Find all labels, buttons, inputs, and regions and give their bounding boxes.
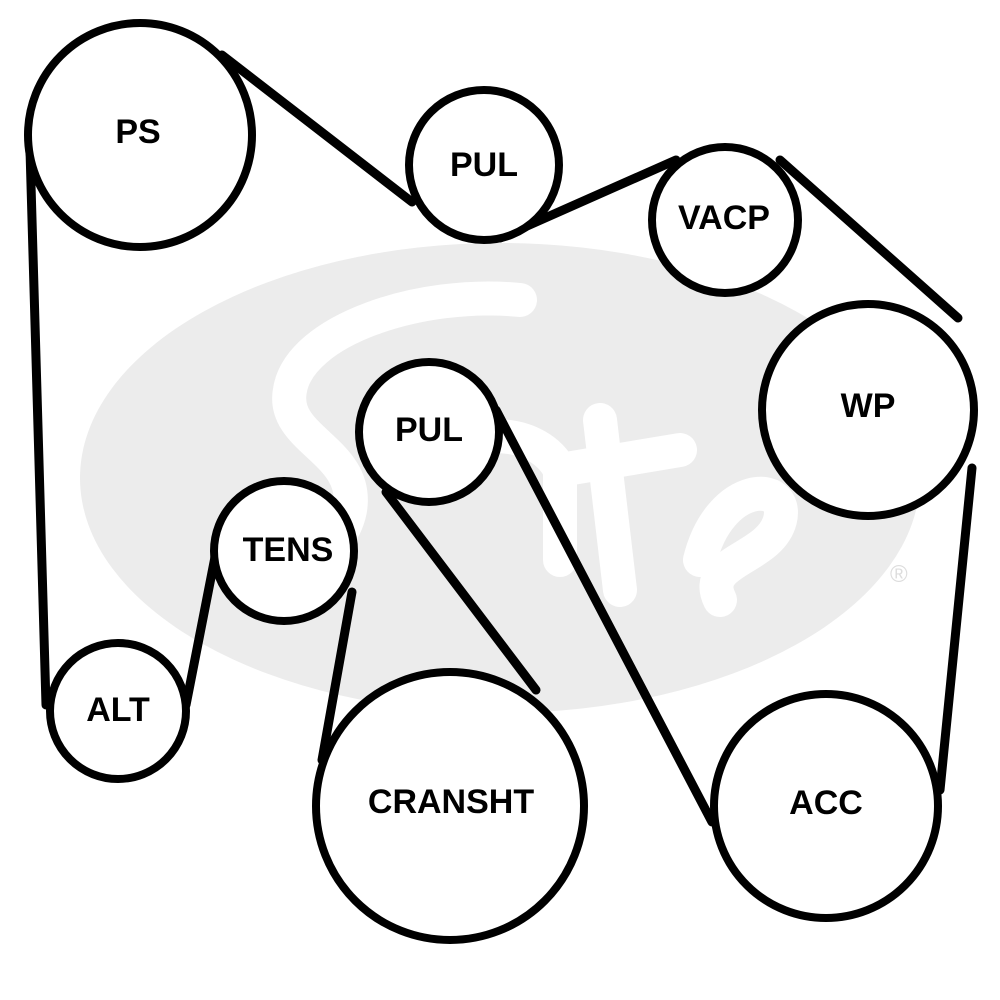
- pulley-vacp: VACP: [648, 143, 802, 297]
- pulley-wp-label: WP: [841, 387, 896, 425]
- belt-segment-wp-to-acc: [935, 463, 977, 795]
- pulley-pul-mid-circle: [355, 358, 503, 506]
- pulley-acc-circle: [710, 690, 942, 922]
- pulley-wp: WP: [758, 300, 978, 520]
- pulley-acc: ACC: [710, 690, 942, 922]
- pulley-cransht-circle: [312, 668, 588, 944]
- pulley-pul-mid-label: PUL: [395, 411, 463, 449]
- pulley-tens-circle: [210, 477, 358, 625]
- pulley-cransht: CRANSHT: [312, 668, 588, 944]
- belt-segment-vacp-to-wp: [775, 155, 963, 323]
- pulley-alt-label: ALT: [86, 691, 150, 729]
- pulley-vacp-circle: [648, 143, 802, 297]
- pulley-cransht-label: CRANSHT: [368, 783, 534, 821]
- pulley-pul-top-label: PUL: [450, 146, 518, 184]
- belt-segment-alt-to-ps: [25, 145, 51, 710]
- pulley-alt-circle: [46, 639, 190, 783]
- belt-segment-ps-to-pul-top: [217, 50, 417, 207]
- registered-mark: ®: [890, 561, 908, 588]
- pulley-wp-circle: [758, 300, 978, 520]
- belt: [25, 50, 977, 827]
- pulley-tens: TENS: [210, 477, 358, 625]
- pulley-vacp-label: VACP: [678, 199, 770, 237]
- belt-segment-acc-to-pul-mid: [491, 405, 717, 827]
- belt-segment-pul-mid-to-cransht: [381, 487, 541, 695]
- pulley-alt: ALT: [46, 639, 190, 783]
- pulley-pul-top: PUL: [405, 86, 563, 244]
- pulley-ps: PS: [24, 19, 256, 251]
- pulley-tens-label: TENS: [243, 531, 334, 569]
- pulley-ps-label: PS: [115, 113, 160, 151]
- pulley-pul-top-circle: [405, 86, 563, 244]
- pulley-pul-mid: PUL: [355, 358, 503, 506]
- pulley-acc-label: ACC: [789, 784, 863, 822]
- pulley-ps-circle: [24, 19, 256, 251]
- belt-segment-cransht-to-tens: [317, 587, 357, 765]
- belt-segment-tens-to-alt: [181, 547, 221, 710]
